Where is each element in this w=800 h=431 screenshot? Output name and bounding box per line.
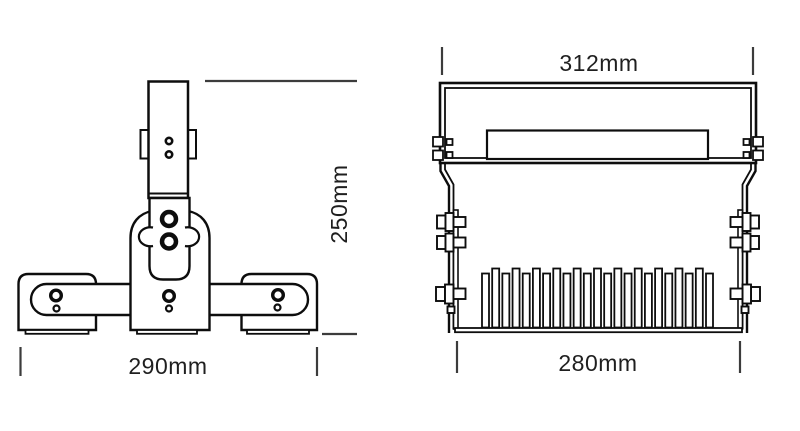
front-top-width-label: 312mm (559, 50, 638, 76)
base-hole-center-small (164, 304, 174, 313)
knuckle-ear-left (137, 226, 154, 248)
side-height-label: 250mm (326, 164, 352, 243)
bracket-window (485, 129, 710, 161)
arm-hole-small-2 (164, 150, 174, 160)
side-view: 290mm 250mm (17, 79, 357, 379)
base-hole-right-small (273, 303, 282, 312)
heatsink-fin (633, 267, 643, 329)
side-bolts-right (729, 212, 761, 314)
heatsink-fin (644, 272, 653, 329)
pivot-hole-1 (159, 209, 179, 229)
heatsink-fin (582, 272, 592, 329)
heatsink-fin (674, 267, 684, 329)
bar-edge-bolts-left (432, 136, 454, 161)
heatsink-fin (511, 267, 521, 329)
heatsink-fin (613, 267, 623, 329)
heatsink-fin (532, 267, 541, 329)
heatsink-fin (654, 267, 663, 329)
pivot-hole-2 (159, 232, 179, 251)
heatsink-fin (552, 267, 562, 329)
front-bottom-width-label: 280mm (558, 350, 637, 376)
base-hole-right-large (271, 288, 286, 303)
front-view: 312mm (432, 47, 764, 376)
arm-hole-small-1 (164, 136, 174, 146)
side-width-label: 290mm (128, 353, 207, 379)
heatsink-fin (481, 272, 490, 329)
base-foot-center (136, 329, 198, 335)
base-foot-right (246, 329, 310, 335)
heatsink-fin (562, 272, 572, 329)
base-foot-left (24, 329, 90, 335)
heatsink-fin (694, 267, 704, 329)
base-hole-center-large (161, 289, 176, 304)
heatsink-fin (705, 272, 714, 329)
heatsink-fin (521, 272, 531, 329)
heatsink-fin (491, 267, 501, 329)
bar-edge-bolts-right (742, 136, 764, 161)
heatsink-fin (501, 272, 511, 329)
heatsink-fin (572, 267, 582, 329)
heatsink-fin (623, 272, 633, 329)
heatsink-fin (664, 272, 674, 329)
heatsink-fin (603, 272, 613, 329)
base-hole-left-large (49, 288, 64, 303)
heatsink-fins (481, 267, 714, 329)
base-hole-left-small (52, 304, 61, 313)
heatsink-fin (542, 272, 551, 329)
base-plate-line (454, 327, 743, 334)
heatsink-fin (684, 272, 694, 329)
heatsink-fin (593, 267, 602, 329)
side-bolts-left (435, 212, 467, 314)
knuckle-ear-right (184, 226, 201, 248)
